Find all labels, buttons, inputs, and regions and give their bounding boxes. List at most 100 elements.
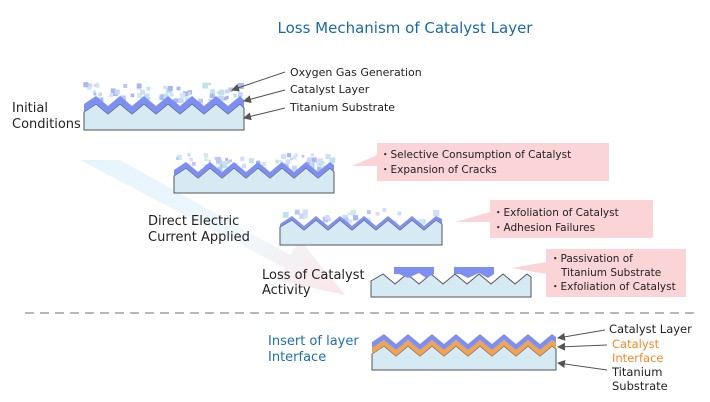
oxygen-bubble [208,82,211,86]
oxygen-bubble [322,216,329,223]
insert-interface-pointer [557,342,608,351]
callout-pointer-2 [455,212,490,222]
insert-interface-label-1: Catalyst [612,337,660,351]
oxygen-bubble [394,220,398,224]
oxygen-bubble [301,154,305,158]
oxygen-bubble [136,93,143,99]
oxygen-bubble [343,217,349,223]
oxygen-bubble [218,95,224,102]
oxygen-bubble [98,92,103,97]
catalyst-fragment-2 [454,267,494,278]
titanium-substrate [173,167,335,194]
oxygen-bubble [397,211,402,216]
oxygen-bubble [307,157,312,163]
oxygen-bubble [144,93,150,100]
oxygen-bubble [208,159,211,163]
callout-pointer-3 [512,262,546,274]
loss-label-2: Activity [262,283,311,298]
catalyst-fragment-1 [394,267,434,278]
oxygen-bubble [366,210,371,215]
oxygen-bubble [275,159,279,164]
oxygen-bubble [123,84,128,88]
oxygen-bubble [292,155,297,160]
oxygen-bubble [96,84,100,88]
oxygen-bubble [176,157,179,160]
oxygen-bubble [203,152,206,156]
oxygen-bubble [182,91,189,97]
oxygen-bubble [229,159,232,162]
oxygen-bubble [294,209,300,215]
oxygen-bubble [176,154,182,161]
callout-box-2 [490,200,653,238]
insert-catalyst-pointer [557,329,606,341]
initial-label-2: Conditions [12,117,81,132]
catalyst-layer [280,216,442,230]
catalyst-layer [84,96,244,114]
insert-titanium-pointer [557,360,608,371]
oxygen-bubble [187,91,191,96]
sample-stage2 [173,152,336,194]
catalyst-label: Catalyst Layer [290,83,370,96]
oxygen-bubble [228,87,234,92]
oxygen-bubble [109,93,113,98]
oxygen-bubble [329,157,336,164]
oxygen-bubble [240,156,245,161]
oxygen-bubble [83,82,89,88]
oxygen-bubble [216,158,222,163]
applied-label-2: Current Applied [148,230,250,245]
callout-1-line-2: ・Expansion of Cracks [380,164,497,176]
oxygen-bubble [225,95,229,99]
oxygen-bubble [163,86,167,89]
oxygen-pointer [231,71,286,92]
oxygen-bubble [325,215,330,220]
oxygen-bubble [210,89,215,94]
oxygen-bubble [302,209,308,215]
oxygen-bubble [348,212,351,215]
oxygen-bubble [321,161,325,165]
catalyst-layer [372,334,556,350]
oxygen-bubble [285,159,291,164]
callout-1-line-1: ・Selective Consumption of Catalyst [380,149,571,161]
oxygen-bubble [204,157,208,162]
titanium-pointer [243,107,286,121]
oxygen-bubble [189,157,193,162]
oxygen-bubble [223,161,226,165]
callout-3-line-2: Titanium Substrate [560,267,661,279]
oxygen-bubble [223,96,228,101]
oxygen-bubble [303,214,308,219]
oxygen-bubble [140,89,145,95]
callout-2-line-2: ・Adhesion Failures [493,222,595,234]
page-title: Loss Mechanism of Catalyst Layer [278,19,534,37]
oxygen-bubble [187,153,191,157]
applied-label-1: Direct Electric [148,214,239,229]
oxygen-bubble [317,167,322,172]
insert-titanium-label-2: Substrate [612,379,668,393]
callout-box-3 [546,249,686,297]
interface-layer [372,340,556,356]
oxygen-bubble [226,160,230,165]
oxygen-bubble [316,162,321,167]
oxygen-bubble [203,153,208,158]
oxygen-bubble [325,153,331,159]
oxygen-bubble [299,213,305,219]
oxygen-bubble [208,98,211,102]
oxygen-bubble [93,83,97,88]
callout-pointer-1 [352,155,377,166]
sample-stage4 [370,267,532,298]
callout-2-line-1: ・Exfoliation of Catalyst [493,207,619,219]
oxygen-bubble [382,208,387,212]
oxygen-bubble [237,92,243,97]
oxygen-bubble [353,215,359,221]
oxygen-bubble [286,153,292,158]
process-arrow [80,160,345,295]
oxygen-bubble [217,156,221,160]
oxygen-bubble [225,89,230,94]
titanium-label: Titanium Substrate [289,101,395,114]
oxygen-bubble [279,160,283,164]
oxygen-bubble [191,162,196,166]
oxygen-bubbles [83,82,245,104]
oxygen-bubble [249,158,254,164]
loss-label-1: Loss of Catalyst [262,268,365,283]
oxygen-bubble [219,89,225,95]
